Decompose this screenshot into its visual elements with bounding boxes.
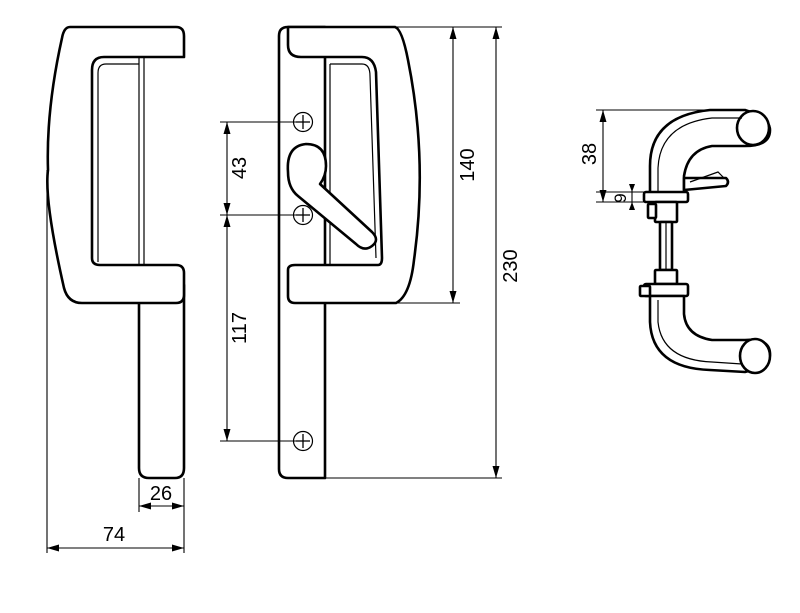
dimension-38-label: 38 — [579, 143, 601, 165]
dimension-43-label: 43 — [229, 157, 251, 179]
dimension-230: 230 — [492, 27, 522, 478]
front-view — [46, 25, 186, 553]
dimension-43: 43 — [223, 122, 251, 215]
dimension-140: 140 — [449, 27, 479, 303]
backplate-view — [220, 25, 502, 480]
dimension-26-label: 26 — [150, 483, 172, 505]
dimension-74: 74 — [47, 524, 184, 552]
dimension-74-label: 74 — [103, 524, 125, 546]
dimension-230-label: 230 — [500, 249, 522, 282]
screw-hole-bottom-icon — [292, 430, 314, 452]
side-view — [596, 108, 772, 375]
dimension-117-label: 117 — [229, 312, 251, 344]
dimension-9: 9 — [611, 184, 635, 210]
dimension-140-label: 140 — [457, 148, 479, 181]
dimension-38: 38 — [579, 110, 607, 202]
screw-hole-middle-icon — [292, 204, 314, 226]
screw-hole-top-icon — [292, 111, 314, 133]
dimension-117: 117 — [223, 215, 251, 441]
dimension-9-label: 9 — [611, 193, 630, 202]
dimension-26: 26 — [139, 483, 184, 510]
